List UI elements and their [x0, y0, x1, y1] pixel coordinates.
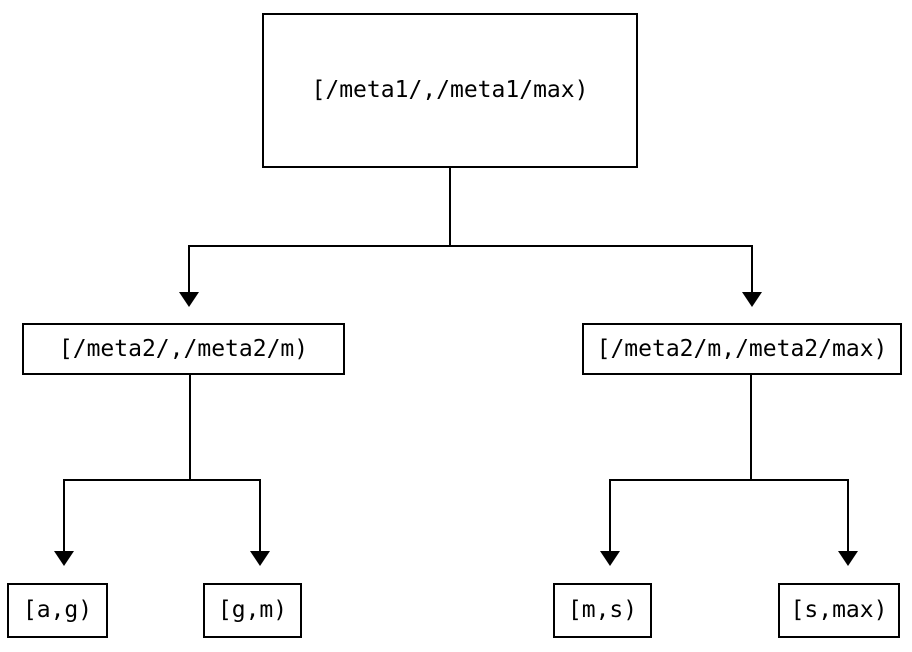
- arrow-down-icon: [742, 292, 762, 307]
- node-label: [g,m): [217, 597, 288, 623]
- node-label: [m,s): [567, 597, 638, 623]
- arrow-down-icon: [250, 551, 270, 566]
- node-leaf-g-m: [g,m): [203, 583, 302, 638]
- node-leaf-a-g: [a,g): [7, 583, 108, 638]
- node-meta2-right-range: [/meta2/m,/meta2/max): [582, 323, 902, 375]
- node-root-meta1-range: [/meta1/,/meta1/max): [262, 13, 638, 168]
- node-label: [s,max): [790, 597, 888, 623]
- node-leaf-m-s: [m,s): [553, 583, 652, 638]
- arrow-down-icon: [54, 551, 74, 566]
- node-label: [a,g): [22, 597, 93, 623]
- connector-left-to-leaves: [54, 375, 270, 566]
- connector-right-to-leaves: [600, 375, 858, 566]
- node-label: [/meta2/,/meta2/m): [58, 335, 309, 362]
- arrow-down-icon: [179, 292, 199, 307]
- node-label: [/meta1/,/meta1/max): [311, 77, 589, 103]
- node-label: [/meta2/m,/meta2/max): [596, 335, 888, 362]
- connector-root-to-level2: [179, 168, 762, 307]
- node-leaf-s-max: [s,max): [778, 583, 900, 638]
- arrow-down-icon: [600, 551, 620, 566]
- arrow-down-icon: [838, 551, 858, 566]
- node-meta2-left-range: [/meta2/,/meta2/m): [22, 323, 345, 375]
